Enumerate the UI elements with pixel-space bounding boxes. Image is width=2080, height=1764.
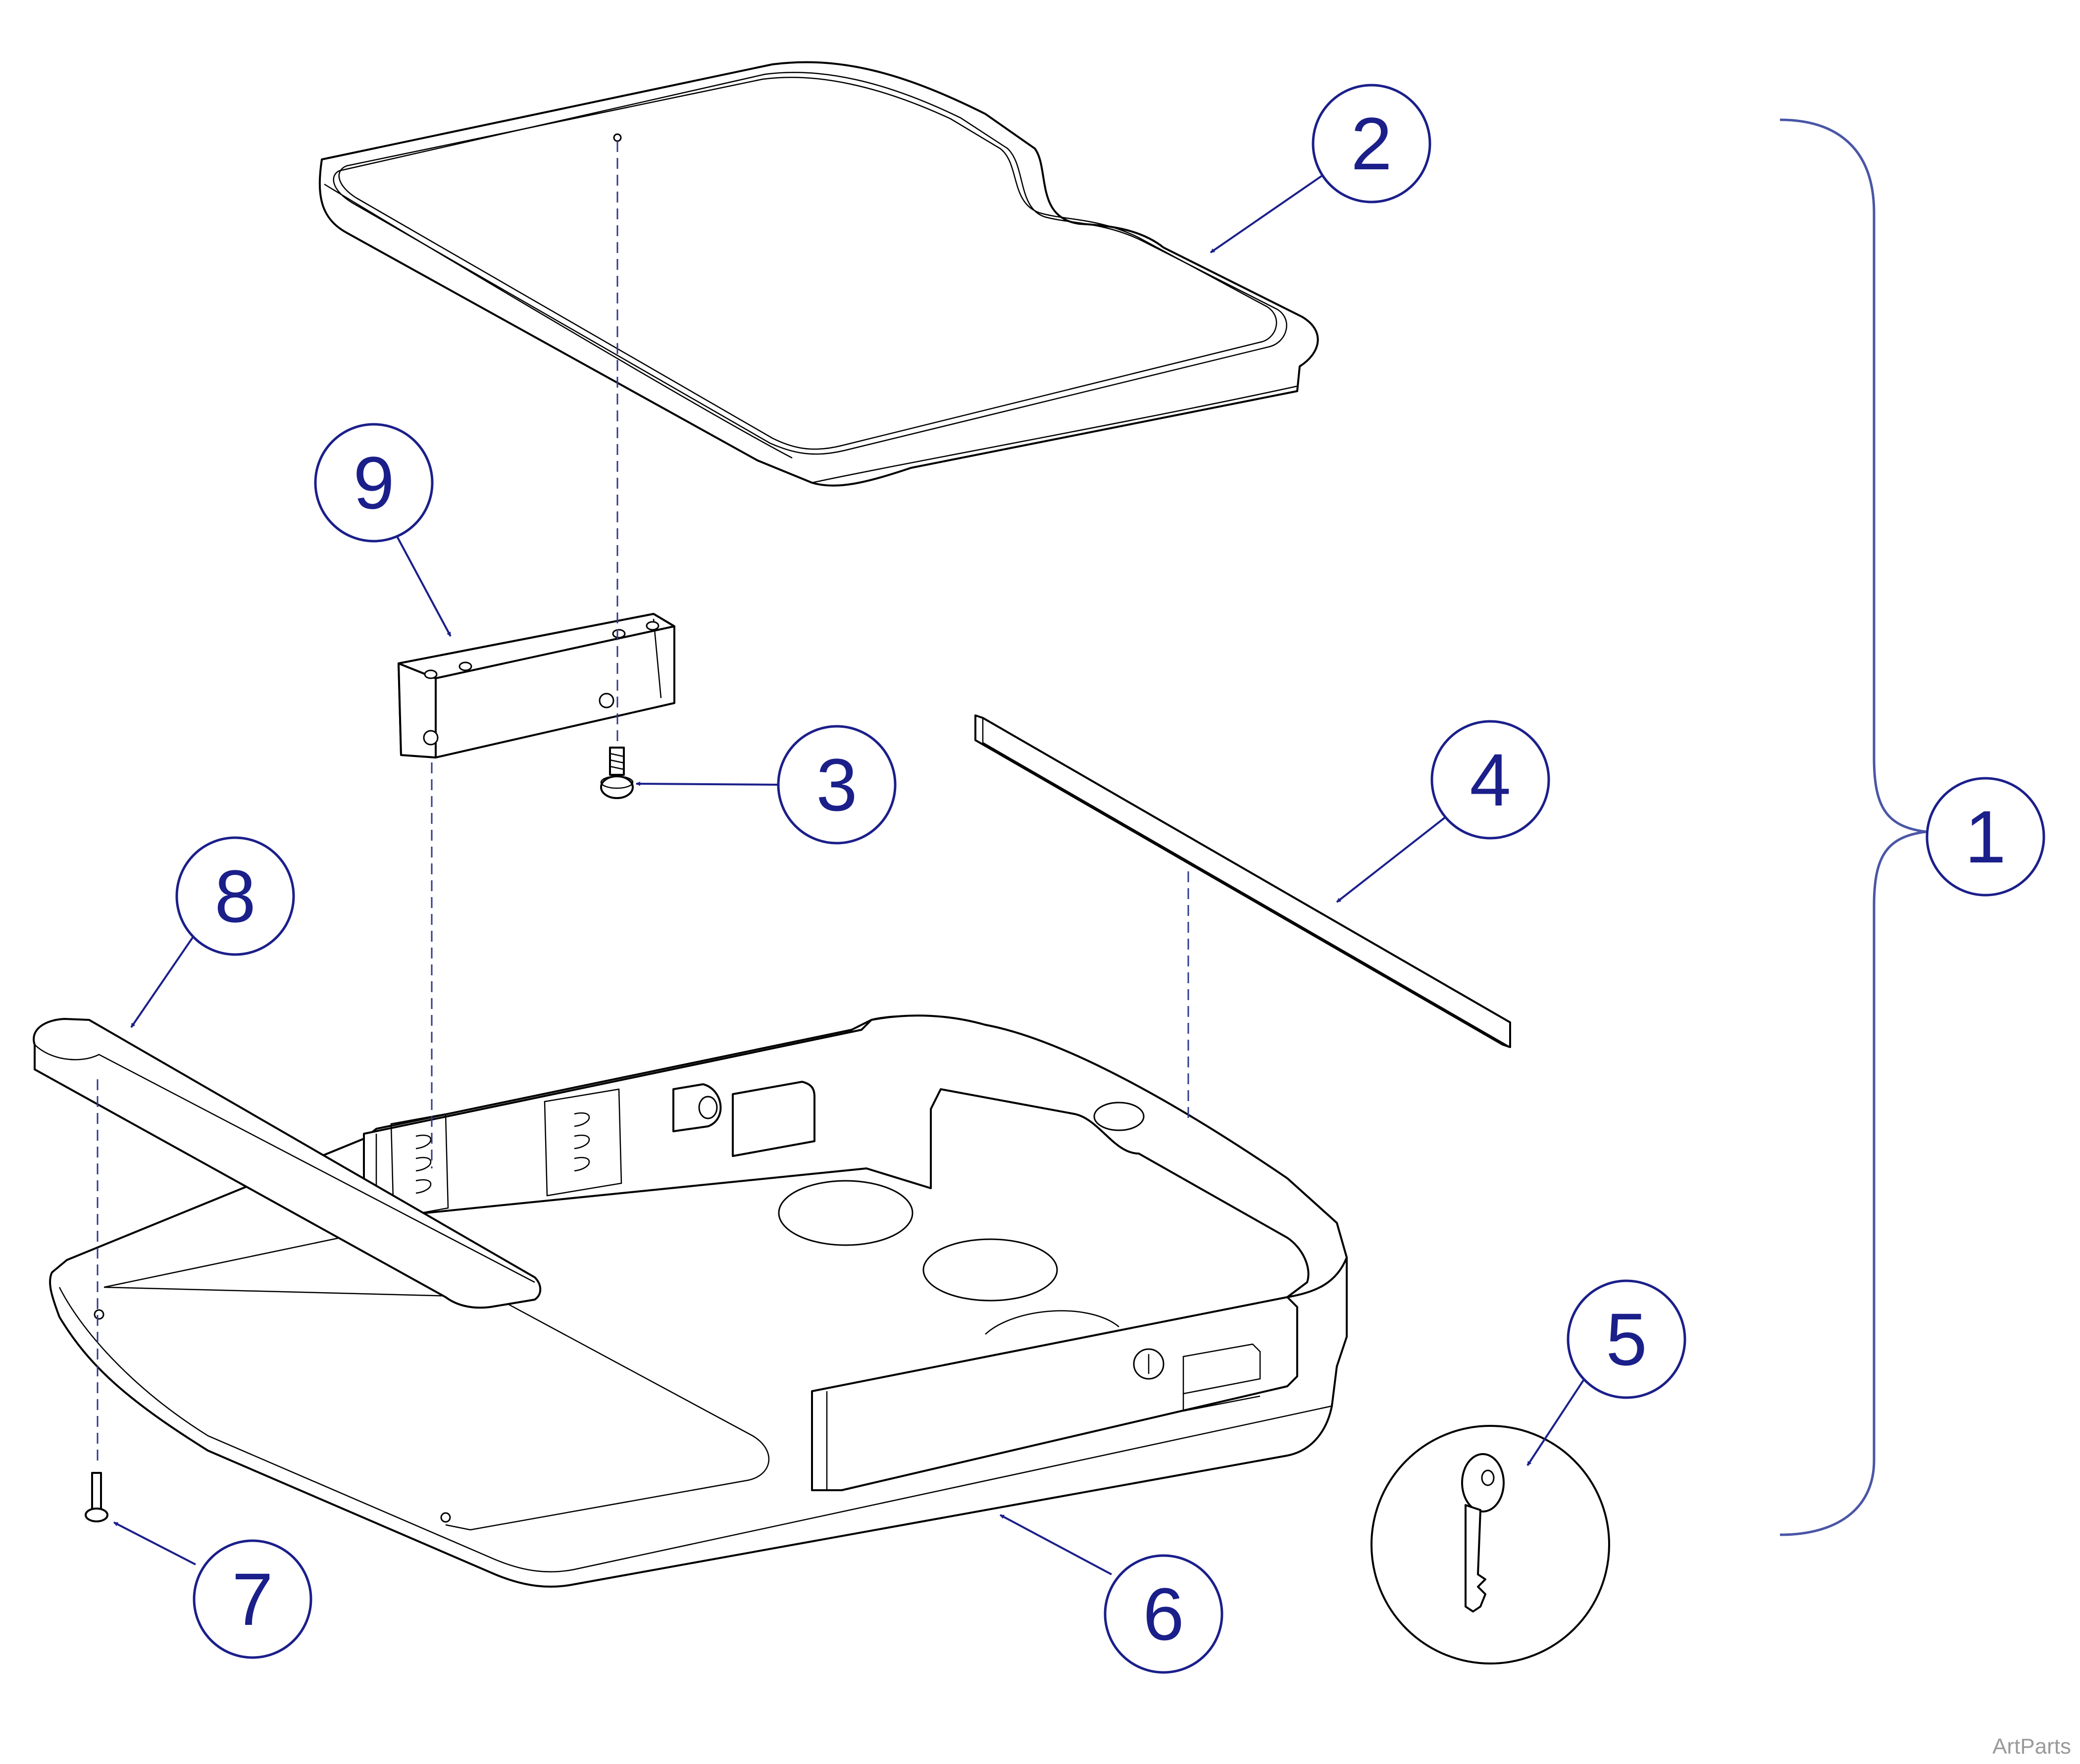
- callout-6-label: 6: [1143, 1572, 1184, 1656]
- part-8-bar: [33, 1018, 542, 1309]
- callout-7: 7: [193, 1539, 312, 1659]
- callout-6: 6: [1104, 1554, 1223, 1674]
- part-5-key: [1370, 1425, 1610, 1664]
- part-4-strip: [974, 714, 1511, 1048]
- alignment-lines: [97, 141, 1189, 1465]
- callout-7-label: 7: [232, 1558, 273, 1641]
- callout-2: 2: [1312, 84, 1431, 203]
- watermark: ArtParts: [1992, 1734, 2071, 1759]
- callout-5: 5: [1567, 1279, 1686, 1399]
- callout-8: 8: [175, 836, 295, 956]
- part-6-base-tray: [49, 1014, 1348, 1588]
- callout-3-label: 3: [816, 743, 857, 826]
- callout-4-label: 4: [1470, 738, 1511, 821]
- part-7-pin: [85, 1472, 108, 1522]
- part-3-screw: [600, 747, 634, 799]
- callout-2-label: 2: [1351, 102, 1392, 185]
- assembly-brace: [1779, 118, 1927, 1536]
- callout-9-label: 9: [353, 441, 394, 524]
- leader-lines: [113, 175, 1585, 1575]
- callout-3: 3: [777, 725, 897, 845]
- callout-1-label: 1: [1965, 795, 2006, 878]
- part-9-bracket: [398, 613, 675, 758]
- callout-8-label: 8: [214, 855, 255, 938]
- callout-4: 4: [1430, 720, 1550, 840]
- callout-5-label: 5: [1606, 1298, 1647, 1381]
- part-2-top-tray: [318, 61, 1319, 487]
- callout-1: 1: [1926, 777, 2045, 897]
- callout-9: 9: [314, 423, 434, 543]
